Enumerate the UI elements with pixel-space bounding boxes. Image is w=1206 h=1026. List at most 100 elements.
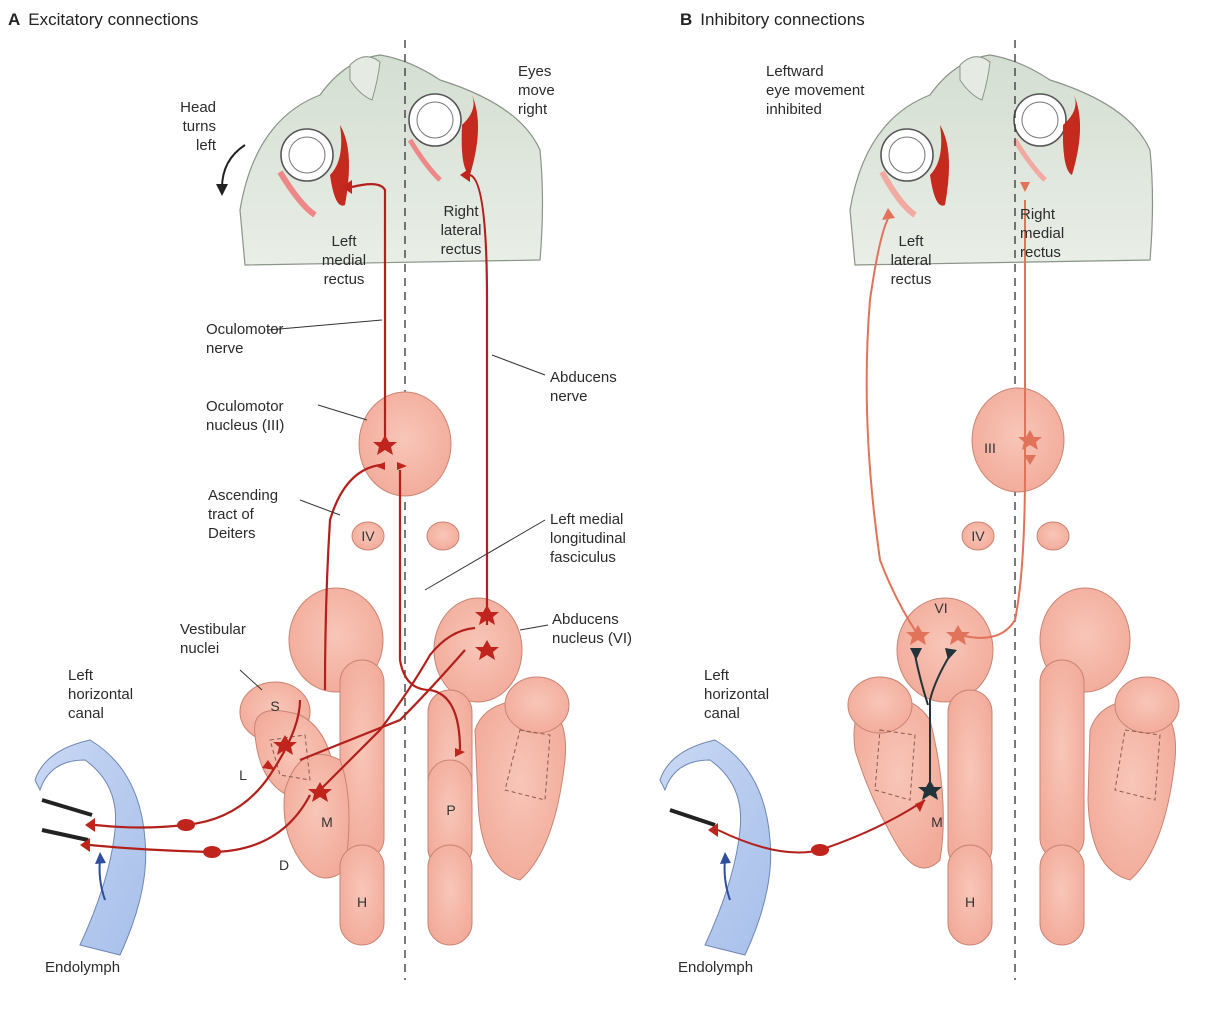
label-abducens-nerve: Abducens nerve — [550, 369, 617, 405]
inhibitory-terminal-1 — [910, 648, 922, 660]
hypoglossal-nucleus-right-b — [1039, 844, 1085, 946]
nucleus-iv-label-b: IV — [971, 528, 985, 544]
label-left-mlf: Left medial longitudinal fasciculus — [550, 511, 626, 566]
panel-b-title: Inhibitory connections — [700, 10, 865, 29]
neuron-star-m — [308, 782, 332, 802]
label-oculomotor-nucleus: Oculomotor nucleus (III) — [206, 398, 285, 434]
nucleus-m-label-b: M — [931, 814, 943, 830]
leader-lines-a — [239, 319, 549, 691]
label-right-medial-rectus: Right medial rectus — [1020, 206, 1065, 261]
panel-b-header: B Inhibitory connections — [680, 10, 865, 30]
nucleus-m-label: M — [321, 814, 333, 830]
inhibitory-cell-m — [918, 780, 942, 800]
ganglion-cell-b — [811, 844, 829, 856]
terminal-3 — [342, 180, 352, 194]
label-leftward-inhibited: Leftward eye movement inhibited — [766, 63, 865, 118]
superior-vestibular-right-b — [1114, 676, 1180, 734]
vestibular-column-left-b — [947, 689, 993, 871]
dashed-subdivision-left — [269, 734, 311, 781]
medial-vestibular-nucleus — [283, 753, 350, 879]
terminal-b-3 — [1020, 182, 1030, 192]
nucleus-h-label: H — [356, 894, 368, 910]
hair-cell-1 — [41, 798, 93, 817]
nucleus-d-label: D — [278, 857, 290, 873]
trochlear-nucleus-right — [426, 521, 460, 551]
inhibited-neuron-iii — [1018, 430, 1042, 450]
inhibitory-neurons — [708, 182, 1042, 856]
hypoglossal-nucleus-b — [947, 844, 993, 946]
neuron-star-vi-2 — [475, 640, 499, 660]
horizontal-canal-left — [34, 739, 147, 956]
panel-b — [659, 40, 1180, 980]
abducens-nucleus-left-b — [896, 597, 994, 703]
head-turn-arrow — [221, 144, 246, 189]
panel-a-header: A Excitatory connections — [8, 10, 198, 30]
label-left-lateral-rectus: Left lateral rectus — [890, 233, 932, 288]
terminal-b-iii — [1024, 455, 1036, 465]
dashed-subdivision-b-2 — [1114, 729, 1161, 801]
horizontal-canal-left-b — [659, 739, 772, 956]
dashed-subdivision-right — [504, 729, 551, 801]
terminal-5 — [375, 462, 385, 470]
label-endolymph-b: Endolymph — [678, 959, 754, 976]
nucleus-vi-label-b: VI — [934, 600, 948, 616]
hypoglossal-nucleus-right — [427, 844, 473, 946]
dashed-subdivision-b-1 — [874, 729, 916, 801]
oculomotor-nucleus — [358, 391, 452, 497]
neuron-star-vi-1 — [475, 605, 499, 625]
vestibular-column-right-b — [1039, 659, 1085, 861]
excitatory-neurons — [80, 168, 499, 858]
terminal-6 — [397, 462, 407, 470]
terminal-4 — [460, 168, 470, 182]
terminal-2 — [80, 838, 90, 852]
terminal-1 — [85, 818, 95, 832]
label-left-horizontal-canal: Left horizontal canal — [68, 667, 134, 722]
inhibitory-terminal-2 — [945, 648, 957, 660]
nucleus-s-label: S — [270, 698, 280, 714]
nucleus-l-label: L — [239, 767, 247, 783]
terminal-b-4 — [915, 800, 925, 812]
label-vestibular-nuclei: Vestibular nuclei — [180, 621, 246, 657]
label-head-turns: Head turns left — [180, 99, 216, 154]
panel-b-letter: B — [680, 10, 693, 29]
label-oculomotor-nerve: Oculomotor nerve — [206, 321, 284, 357]
label-left-horizontal-canal-b: Left horizontal canal — [704, 667, 770, 722]
panel-a-letter: A — [8, 10, 21, 29]
left-eye-b — [879, 125, 949, 218]
label-eyes-move: Eyes move right — [518, 63, 555, 118]
panel-a — [34, 40, 570, 980]
oculomotor-nucleus-b — [971, 387, 1065, 493]
nucleus-p-label: P — [446, 802, 456, 818]
terminal-8 — [262, 760, 275, 770]
panel-a-title: Excitatory connections — [28, 10, 199, 29]
ganglion-cell-2 — [203, 846, 221, 858]
trochlear-nucleus-left — [351, 521, 385, 551]
inhibited-neuron-vi-2 — [946, 625, 970, 645]
neuron-star-l — [273, 735, 297, 755]
nose — [349, 56, 381, 101]
terminal-b-2 — [882, 208, 895, 220]
trochlear-nucleus-right-b — [1036, 521, 1070, 551]
terminal-b-1 — [708, 823, 718, 837]
hair-cell-b — [669, 808, 716, 827]
neuron-star-iii — [373, 435, 397, 455]
nucleus-h-label-b: H — [964, 894, 976, 910]
trochlear-nucleus-left-b — [961, 521, 995, 551]
right-eye-b — [1012, 93, 1081, 182]
ganglion-cell-1 — [177, 819, 195, 831]
superior-vestibular-left-b — [847, 676, 913, 734]
nucleus-iii-label-b: III — [984, 440, 996, 456]
label-left-medial-rectus: Left medial rectus — [321, 233, 367, 288]
hair-cell-2 — [41, 828, 89, 842]
nucleus-iv-label: IV — [361, 528, 375, 544]
label-abducens-nucleus: Abducens nucleus (VI) — [552, 611, 633, 647]
label-right-lateral-rectus: Right lateral rectus — [440, 203, 482, 258]
right-eye — [407, 93, 479, 182]
inhibited-neuron-vi-1 — [906, 625, 930, 645]
superior-vestibular-nucleus-right — [504, 676, 570, 734]
excitatory-paths — [89, 173, 489, 854]
label-endolymph: Endolymph — [45, 959, 121, 976]
vestibular-nuclei-left-b — [853, 697, 944, 869]
hypoglossal-nucleus — [339, 844, 385, 946]
